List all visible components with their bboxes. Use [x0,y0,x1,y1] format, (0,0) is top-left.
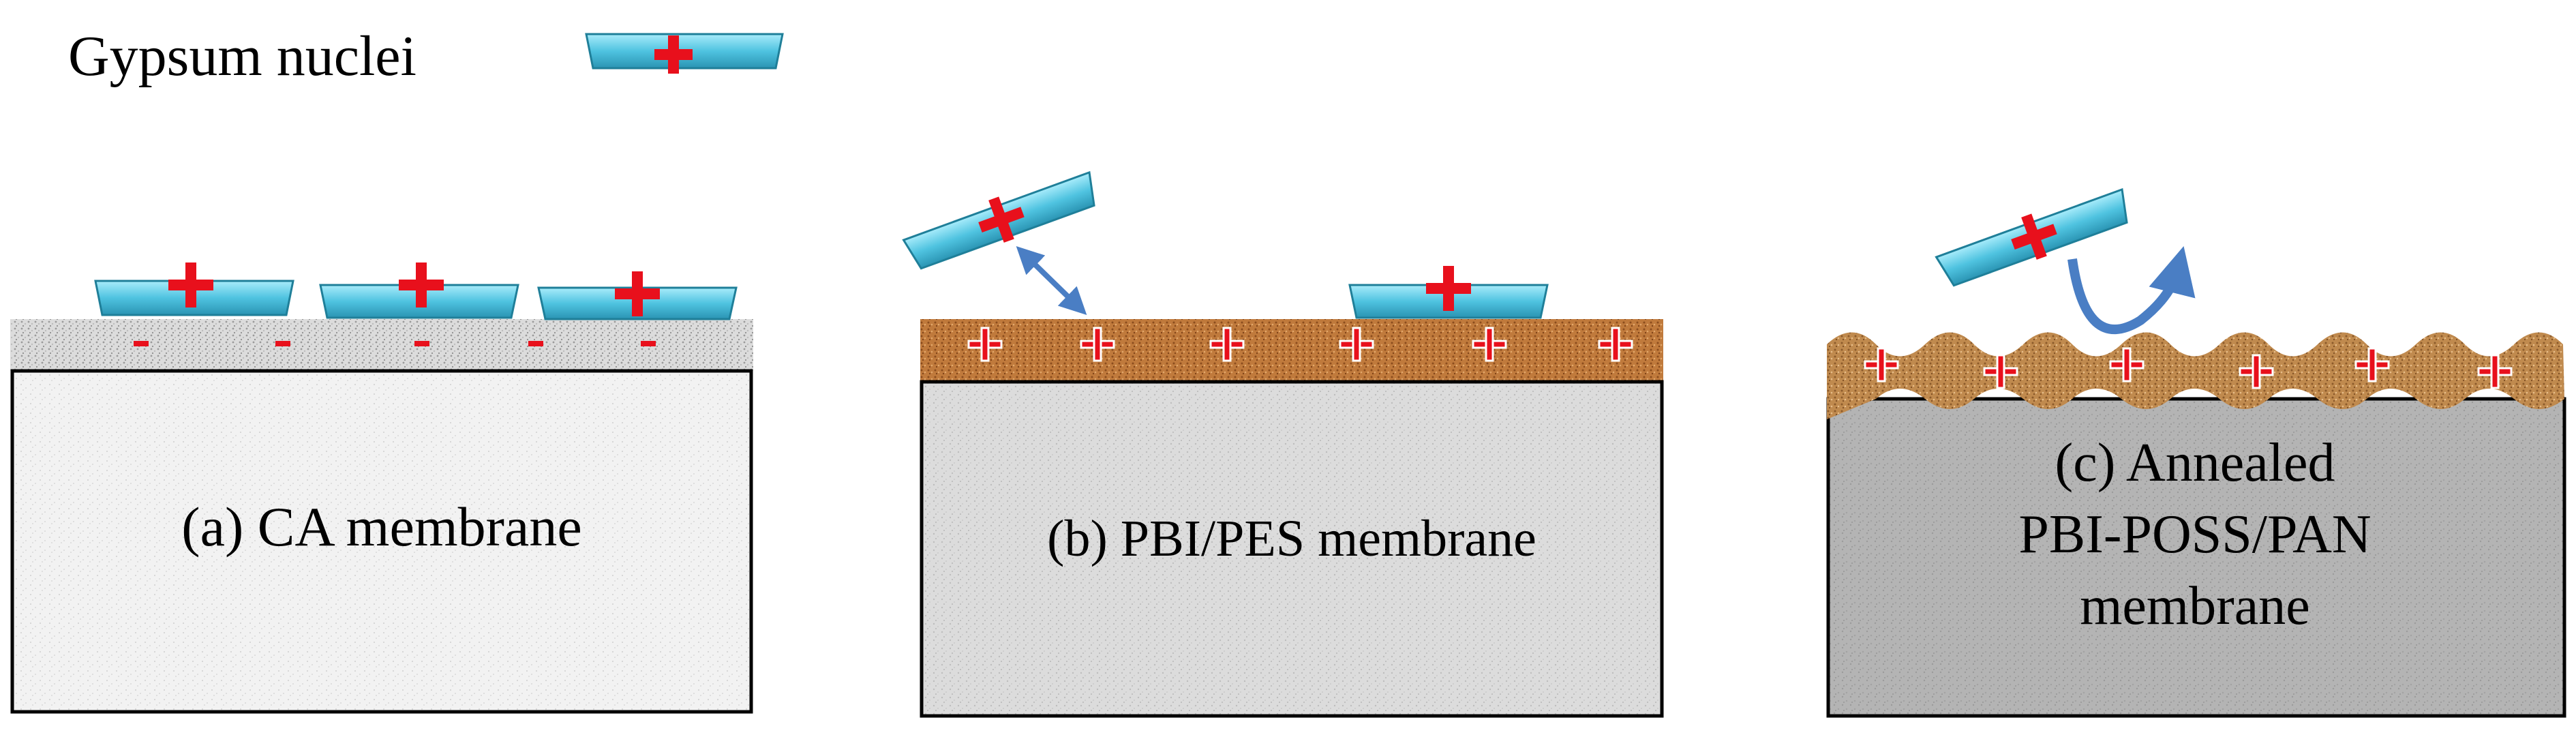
legend-nucleus-icon [585,33,784,74]
pbi-active-layer [920,319,1663,382]
negative-charges [134,341,656,346]
double-arrow-icon [1016,246,1087,315]
panel-c: (c) Annealed PBI-POSS/PAN membrane [1826,188,2566,718]
gypsum-nucleus-bouncing [1935,188,2128,287]
positive-charge [1209,327,1245,362]
plus-icon [1426,266,1471,311]
negative-charge [528,341,543,346]
plus-icon [615,271,660,316]
plus-icon [399,262,444,308]
positive-charge [1864,347,1899,382]
panel-a-label: (a) CA membrane [181,496,581,558]
panel-a: (a) CA membrane [10,262,753,714]
positive-charge [2109,347,2145,382]
ca-support-layer [10,369,753,714]
gypsum-nucleus [1348,266,1549,319]
positive-charge [2239,354,2274,389]
plus-icon [978,196,1025,243]
positive-charge [1472,327,1507,362]
panel-b-label: (b) PBI/PES membrane [1047,510,1536,567]
pes-support-layer [920,380,1664,718]
positive-charge [1983,354,2018,389]
rebound-arrow-icon [2067,246,2196,335]
positive-charge [2354,347,2390,382]
plus-icon [2011,213,2057,260]
negative-charge [641,341,656,346]
positive-charge [1080,327,1115,362]
pan-support-layer [1826,397,2566,718]
gypsum-nucleus [319,262,519,319]
positive-charge [2477,354,2513,389]
positive-charge [1598,327,1633,362]
negative-charge [414,341,429,346]
panel-c-label-line1: (c) Annealed [2055,433,2335,493]
positive-charge [967,327,1003,362]
positive-charge [1339,327,1374,362]
legend-label: Gypsum nuclei [68,25,416,88]
panel-b: (b) PBI/PES membrane [902,170,1664,718]
gypsum-nucleus-approaching [902,170,1095,270]
panel-c-label-line2: PBI-POSS/PAN [2018,505,2371,565]
plus-icon [168,262,213,308]
wavy-active-layer [1827,332,2564,419]
plus-icon [654,35,693,74]
gypsum-nucleus [537,271,738,320]
gypsum-nucleus [94,262,294,316]
negative-charge [275,341,290,346]
legend: Gypsum nuclei [68,25,784,88]
panel-c-label-line3: membrane [2080,576,2310,636]
negative-charge [134,341,149,346]
